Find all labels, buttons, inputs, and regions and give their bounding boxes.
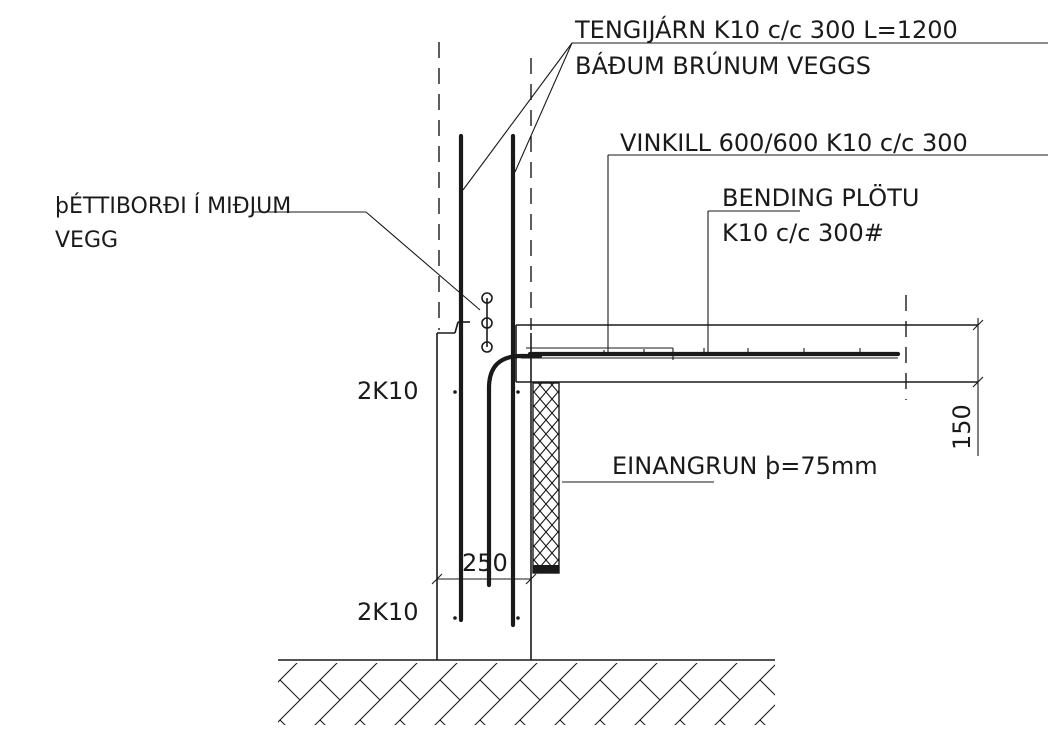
rebar-dots: [453, 390, 520, 620]
label-waterstop-1: þÉTTIBORÐI Í MIÐJUM: [55, 193, 291, 219]
label-rebar-upper: 2K10: [357, 377, 419, 405]
label-rebar-lower: 2K10: [357, 598, 419, 626]
label-dim-slab: 150: [948, 404, 976, 450]
leader-lines: [252, 42, 1048, 483]
label-waterstop-2: VEGG: [55, 228, 118, 253]
floor-slab: [515, 295, 978, 400]
dimension-slab-150: [972, 318, 984, 456]
label-bending-2: K10 c/c 300#: [722, 219, 884, 247]
waterstop: [481, 292, 493, 353]
wall-outline: [436, 321, 532, 660]
label-bending-1: BENDING PLÖTU: [722, 183, 919, 212]
wall-reinforcement: [458, 133, 543, 628]
label-insulation: EINANGRUN þ=75mm: [612, 452, 878, 480]
slab-reinforcement: [526, 347, 901, 360]
label-vinkill: VINKILL 600/600 K10 c/c 300: [620, 129, 968, 157]
label-dim-wall: 250: [462, 549, 508, 577]
ground-hatch: [278, 659, 775, 725]
dimension-wall-250: [431, 573, 537, 585]
insulation: [532, 382, 560, 574]
label-tengijarn-1: TENGIJÁRN K10 c/c 300 L=1200: [574, 15, 958, 44]
wall-axis-lines: [438, 42, 532, 330]
label-tengijarn-2: BÁÐUM BRÚNUM VEGGS: [575, 50, 871, 80]
